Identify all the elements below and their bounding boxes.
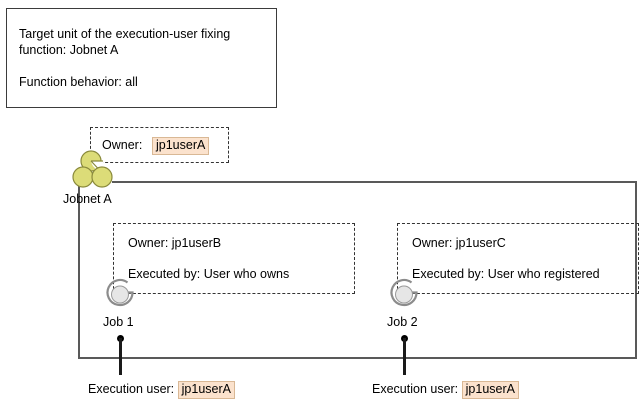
execution-user-label-1: Execution user: xyxy=(88,382,175,396)
execution-user-caption-2: Execution user: jp1userA xyxy=(372,381,519,399)
description-line-3: Function behavior: all xyxy=(19,75,138,89)
job-1-label: Job 1 xyxy=(103,315,134,329)
jobnet-icon xyxy=(72,150,118,190)
job-1-executed-by-label: Executed by: User who owns xyxy=(128,267,290,281)
jobnet-owner-label: Owner: xyxy=(102,138,143,152)
connector-left-vertical xyxy=(78,182,80,358)
connector-right-vertical xyxy=(635,181,637,359)
job-2-executed-by-label: Executed by: User who registered xyxy=(412,267,600,281)
job-2-annotation-box: Owner: jp1userC Executed by: User who re… xyxy=(397,223,639,294)
description-box: Target unit of the execution-user fixing… xyxy=(6,8,277,108)
connector-top-horizontal xyxy=(112,181,637,183)
connector-bottom-horizontal xyxy=(78,357,636,359)
job-1-owner-label: Owner: jp1userB xyxy=(128,236,222,250)
job-1-annotation-box: Owner: jp1userB Executed by: User who ow… xyxy=(113,223,355,294)
jobnet-annotation-box: Owner: jp1userA xyxy=(90,127,229,163)
job-icon xyxy=(103,276,137,310)
execution-user-caption-1: Execution user: jp1userA xyxy=(88,381,235,399)
jobnet-label: Jobnet A xyxy=(63,192,112,206)
description-line-2: function: Jobnet A xyxy=(19,43,119,57)
execution-user-value-2: jp1userA xyxy=(461,381,519,399)
execution-user-value-1: jp1userA xyxy=(177,381,235,399)
job-icon xyxy=(387,276,421,310)
description-line-1: Target unit of the execution-user fixing xyxy=(19,27,231,41)
job-1-drop-line xyxy=(119,338,122,375)
jobnet-owner-value: jp1userA xyxy=(152,137,210,155)
job-2-label: Job 2 xyxy=(387,315,418,329)
job-2-drop-line xyxy=(403,338,406,375)
execution-user-label-2: Execution user: xyxy=(372,382,459,396)
job-2-owner-label: Owner: jp1userC xyxy=(412,236,506,250)
